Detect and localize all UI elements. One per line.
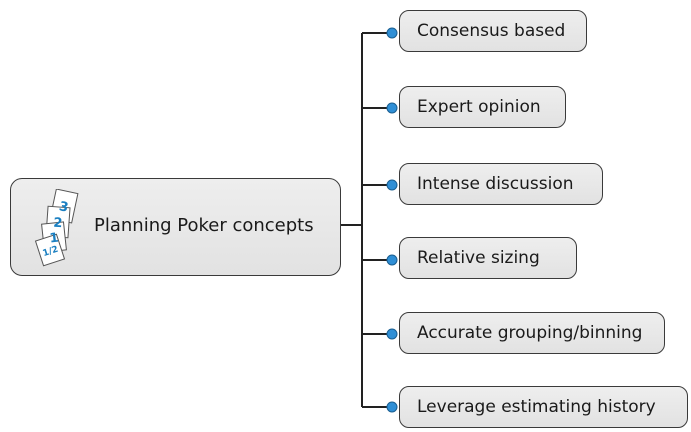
concept-label: Relative sizing [417, 248, 540, 268]
concept-node-intense-discussion[interactable]: Intense discussion [399, 163, 603, 205]
concept-label: Accurate grouping/binning [417, 323, 643, 343]
concept-label: Leverage estimating history [417, 397, 656, 417]
connector-dot [386, 401, 398, 413]
connector-dot [386, 179, 398, 191]
concept-node-accurate-grouping[interactable]: Accurate grouping/binning [399, 312, 665, 354]
svg-text:2: 2 [53, 216, 63, 232]
svg-text:1: 1 [49, 231, 60, 247]
svg-text:1/2: 1/2 [42, 245, 60, 259]
concept-node-leverage-history[interactable]: Leverage estimating history [399, 386, 688, 428]
concept-node-consensus-based[interactable]: Consensus based [399, 10, 587, 52]
concept-node-expert-opinion[interactable]: Expert opinion [399, 86, 566, 128]
branch-group [362, 27, 398, 413]
svg-text:3: 3 [58, 199, 70, 216]
root-node[interactable]: 3 2 1 1/2 Planning Poker concepts [10, 178, 341, 276]
connector-dot [386, 328, 398, 340]
concept-node-relative-sizing[interactable]: Relative sizing [399, 237, 577, 279]
connector-dot [386, 254, 398, 266]
connector-dot [386, 102, 398, 114]
concept-label: Consensus based [417, 21, 566, 41]
planning-poker-cards-icon: 3 2 1 1/2 [34, 189, 79, 267]
concept-label: Intense discussion [417, 174, 574, 194]
concept-label: Expert opinion [417, 97, 541, 117]
root-label: Planning Poker concepts [94, 215, 314, 236]
connector-dot [386, 27, 398, 39]
